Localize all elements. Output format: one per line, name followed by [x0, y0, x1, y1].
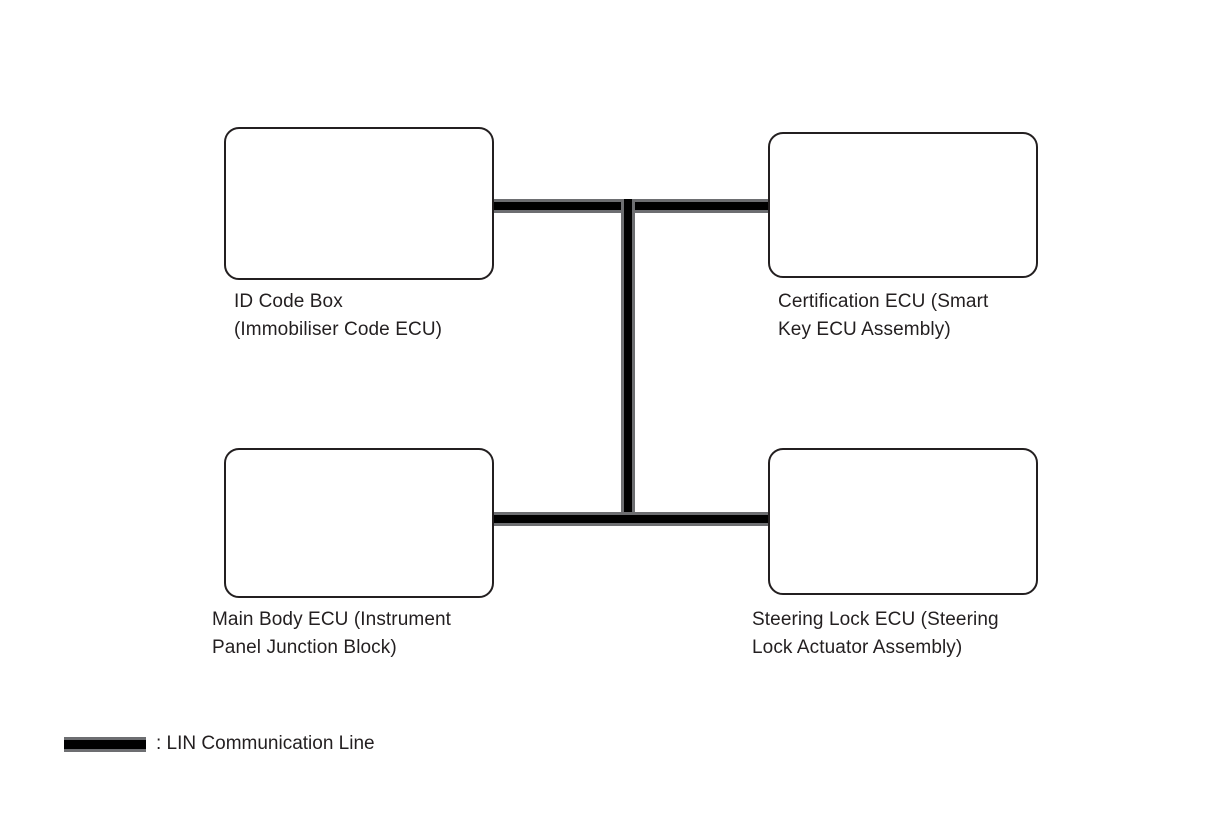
ecu-box-main-body-ecu[interactable] [224, 448, 494, 598]
ecu-label-main-body-ecu: Main Body ECU (Instrument Panel Junction… [212, 609, 452, 658]
lin-line-swatch-icon [64, 736, 146, 752]
ecu-label-id-code-box: ID Code Box (Immobiliser Code ECU) [234, 291, 443, 340]
ecu-box-certification-ecu[interactable] [768, 132, 1038, 278]
legend: : LIN Communication Line [64, 733, 375, 755]
legend-label: : LIN Communication Line [156, 733, 375, 754]
ecu-label-certification-ecu: Certification ECU (Smart Key ECU Assembl… [778, 291, 989, 340]
lin-line-bottom-horizontal [494, 512, 768, 526]
ecu-box-steering-lock-ecu[interactable] [768, 448, 1038, 595]
ecu-label-steering-lock-ecu: Steering Lock ECU (Steering Lock Actuato… [752, 609, 999, 658]
ecu-box-id-code-box[interactable] [224, 127, 494, 280]
lin-line-vertical [621, 199, 635, 526]
